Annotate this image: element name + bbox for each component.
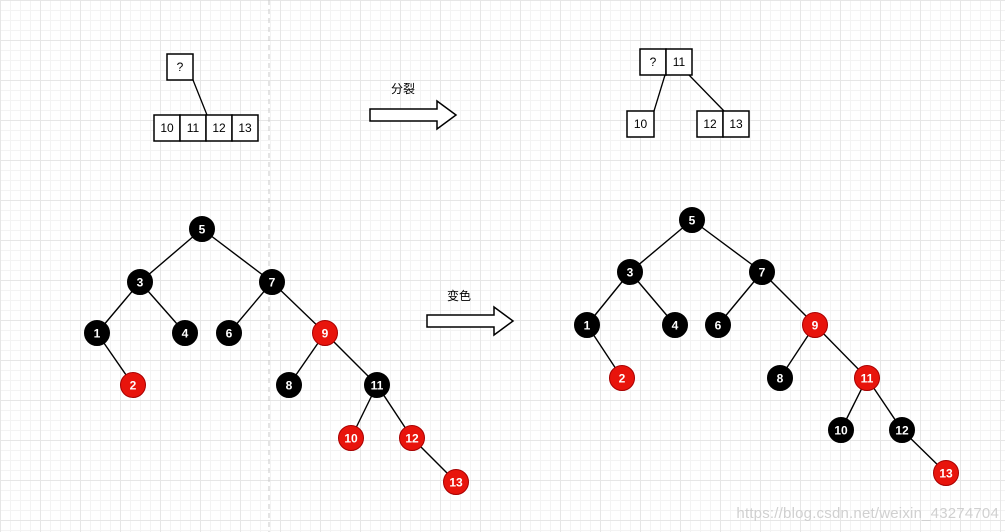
tree-after-node-13 (933, 460, 959, 486)
btree-after-right-key: 12 (703, 117, 717, 131)
tree-after-node-7 (749, 259, 775, 285)
watermark: https://blog.csdn.net/weixin_43274704 (736, 505, 999, 522)
tree-after-node-2 (609, 365, 635, 391)
tree-before-edge (201, 228, 273, 283)
tree-after-node-label: 12 (895, 424, 909, 438)
tree-after-node-6 (705, 312, 731, 338)
tree-before-node-9 (312, 320, 338, 346)
btree-before-child-key: 10 (160, 121, 174, 135)
btree-before-parent-box (166, 53, 194, 81)
btree-after-link-right (688, 74, 725, 112)
tree-before-node-label: 12 (405, 432, 419, 446)
tree-before-node-10 (338, 425, 364, 451)
tree-before-edge (139, 228, 203, 283)
btree-after-parent-key: 11 (673, 55, 686, 69)
tree-before-node-label: 10 (344, 432, 358, 446)
btree-after-parent-box (639, 48, 667, 76)
tree-after-node-label: 7 (759, 266, 766, 280)
btree-before-child-key: 12 (212, 121, 226, 135)
tree-before-node-13 (443, 469, 469, 495)
tree-before-node-label: 11 (371, 379, 384, 393)
tree-before-node-label: 3 (137, 276, 144, 290)
tree-after-node-label: 1 (584, 319, 591, 333)
btree-after-parent-key: ? (650, 55, 657, 69)
tree-after-node-4 (662, 312, 688, 338)
btree-before-parent-key: ? (177, 60, 184, 74)
tree-before-node-5 (189, 216, 215, 242)
tree-after-node-1 (574, 312, 600, 338)
tree-after-edge (629, 219, 693, 273)
btree-after-link-left (653, 74, 666, 112)
tree-before-node-7 (259, 269, 285, 295)
tree-after-node-10 (828, 417, 854, 443)
btree-before-child-key: 11 (187, 121, 200, 135)
tree-before-node-label: 9 (322, 327, 329, 341)
tree-after-node-5 (679, 207, 705, 233)
tree-before-node-11 (364, 372, 390, 398)
btree-layer: ? 10 11 12 13? 11 10 12 13 (153, 48, 750, 142)
tree-before-node-8 (276, 372, 302, 398)
tree-after-node-label: 13 (939, 467, 953, 481)
tree-nodes-layer: 5 3 7 1 4 6 9 2 8 11 10 12 13 5 3 7 1 4 6 9 2 8 11 10 12 13 (84, 207, 959, 495)
tree-after-edge (691, 219, 763, 273)
btree-before-child-key: 13 (238, 121, 252, 135)
tree-edges-layer (96, 219, 947, 483)
tree-after-node-label: 2 (619, 372, 626, 386)
tree-before-node-label: 7 (269, 276, 276, 290)
btree-after-parent-box (665, 48, 693, 76)
tree-before-node-1 (84, 320, 110, 346)
tree-after-node-11 (854, 365, 880, 391)
tree-before-node-label: 1 (94, 327, 101, 341)
btree-after-right-key: 13 (729, 117, 743, 131)
tree-after-node-label: 8 (777, 372, 784, 386)
tree-after-node-label: 5 (689, 214, 696, 228)
tree-after-node-label: 11 (861, 372, 874, 386)
btree-before-child-box (205, 114, 233, 142)
btree-after-left-box (626, 110, 655, 138)
btree-before-child-box (231, 114, 259, 142)
tree-before-node-label: 4 (182, 327, 189, 341)
tree-after-node-label: 10 (834, 424, 848, 438)
tree-before-node-12 (399, 425, 425, 451)
tree-before-node-label: 6 (226, 327, 233, 341)
tree-after-node-9 (802, 312, 828, 338)
split-arrow (369, 99, 458, 131)
tree-before-node-label: 5 (199, 223, 206, 237)
recolor-label: 变色 (447, 288, 471, 303)
tree-before-node-label: 8 (286, 379, 293, 393)
tree-after-node-3 (617, 259, 643, 285)
recolor-arrow (426, 305, 515, 337)
btree-after-left-key: 10 (634, 117, 648, 131)
tree-after-node-8 (767, 365, 793, 391)
tree-before-node-3 (127, 269, 153, 295)
tree-after-node-12 (889, 417, 915, 443)
tree-before-node-2 (120, 372, 146, 398)
tree-after-node-label: 4 (672, 319, 679, 333)
tree-before-node-label: 2 (130, 379, 137, 393)
btree-after-right-box (722, 110, 750, 138)
tree-after-node-label: 9 (812, 319, 819, 333)
tree-after-node-label: 3 (627, 266, 634, 280)
split-label: 分裂 (391, 82, 415, 96)
tree-before-node-6 (216, 320, 242, 346)
tree-before-node-4 (172, 320, 198, 346)
tree-before-node-label: 13 (449, 476, 463, 490)
tree-after-node-label: 6 (715, 319, 722, 333)
btree-before-link (192, 79, 208, 116)
